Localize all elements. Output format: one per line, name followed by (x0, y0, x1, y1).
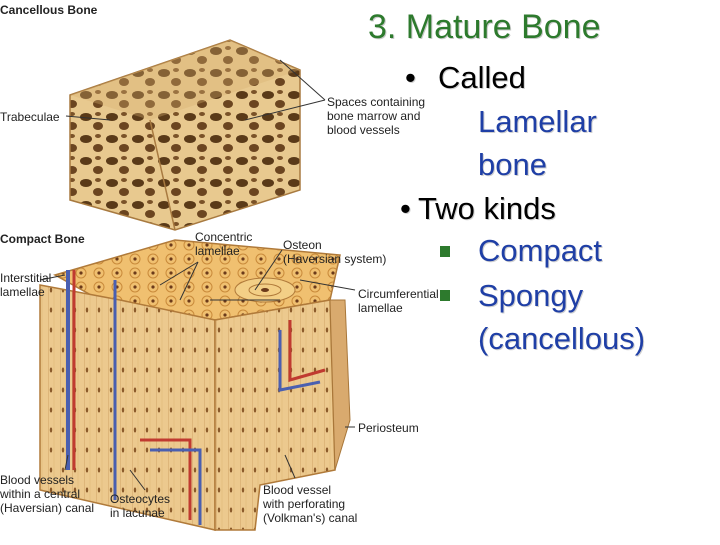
bullet-2-line-1: Two kinds (418, 191, 556, 226)
sub-bullet-2-line-2: (cancellous) (478, 321, 646, 356)
sub-bullet-2-line-1: Spongy (478, 278, 584, 313)
label-compact-bone: Compact Bone (0, 232, 85, 246)
bullet-marker-2: • (400, 191, 411, 226)
label-interstitial-lamellae: Interstitial lamellae (0, 271, 52, 299)
cancellous-block (69, 39, 301, 231)
sub-bullet-marker-1 (440, 246, 450, 257)
label-circumferential-lamellae: Circumferential lamellae (358, 287, 439, 315)
bullet-1-line-1: Called (438, 60, 526, 95)
bullet-1-line-3: bone (478, 147, 547, 182)
label-concentric-lamellae: Concentric lamellae (195, 230, 253, 258)
sub-bullet-marker-2 (440, 290, 450, 301)
label-spaces: Spaces containing bone marrow and blood … (327, 95, 426, 137)
sub-bullet-1: Compact (478, 233, 603, 268)
label-blood-vessels-central: Blood vessels within a central (Haversia… (0, 473, 95, 515)
label-osteon: Osteon (Haversian system) (283, 238, 387, 266)
bullet-marker-1: • (405, 60, 416, 95)
blood-vessels (66, 270, 326, 525)
slide-title: 3. Mature Bone (368, 8, 601, 46)
label-trabeculae: Trabeculae (0, 110, 60, 124)
bone-diagram (39, 39, 356, 531)
label-blood-vessel-perforating: Blood vessel with perforating (Volkman's… (263, 483, 358, 525)
bone-illustration: Cancellous Bone Trabeculae Spaces contai… (0, 3, 439, 531)
leader-lines (39, 59, 356, 491)
label-periosteum: Periosteum (358, 421, 419, 435)
bullet-1-line-2: Lamellar (478, 104, 597, 139)
label-osteocytes: Osteocytes in lacunae (110, 492, 171, 520)
label-cancellous-bone: Cancellous Bone (0, 3, 98, 17)
